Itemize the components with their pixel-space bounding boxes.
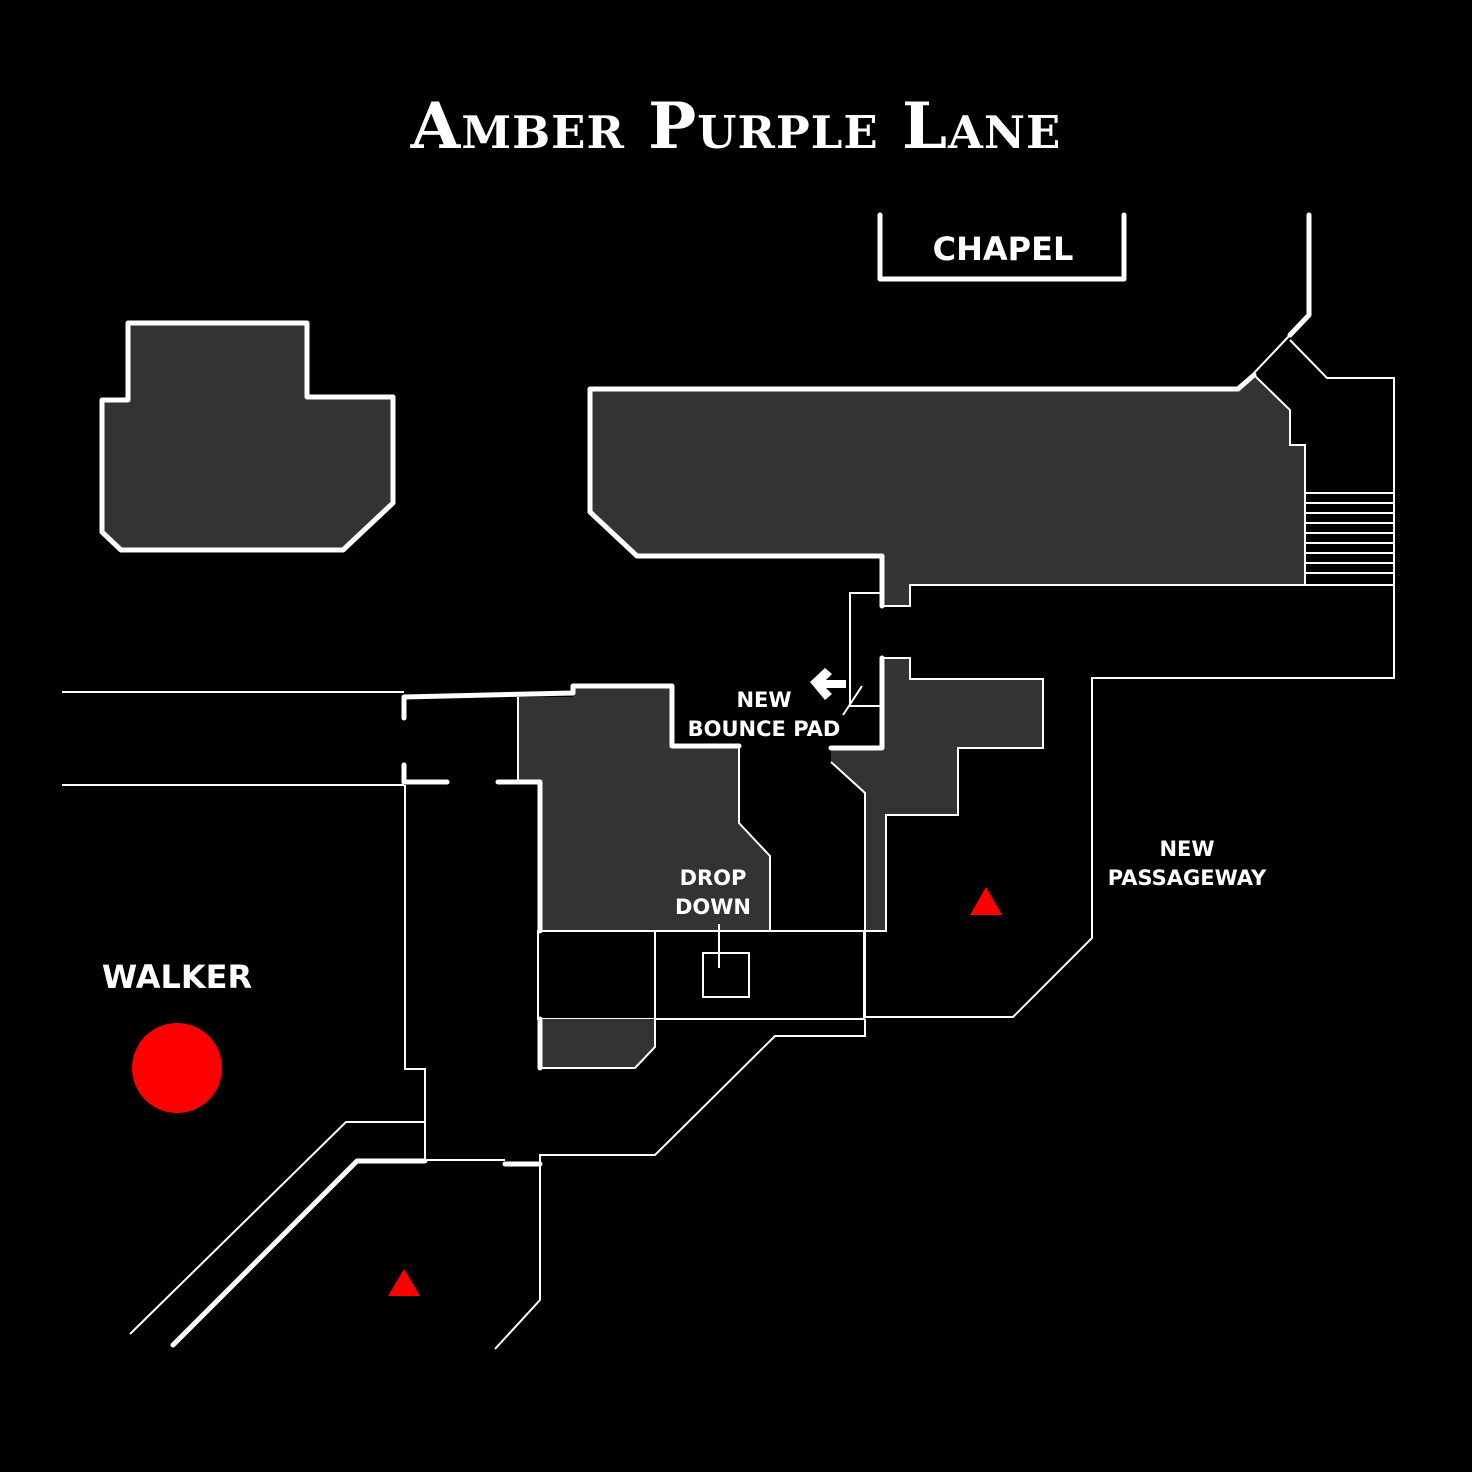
drop-down-label-line1: DROP <box>680 866 747 890</box>
new-bounce-pad-label-line2: BOUNCE PAD <box>688 717 841 741</box>
drop-down-label-line2: DOWN <box>675 895 751 919</box>
south-corridors <box>129 1019 866 1350</box>
walker-label: WALKER <box>102 958 252 996</box>
map-title: Amber Purple Lane <box>410 89 1062 164</box>
walker-marker <box>132 1023 222 1113</box>
spawn-triangle-east <box>970 887 1002 915</box>
new-bounce-pad-label-line1: NEW <box>736 688 791 712</box>
bounce-pad-arrow-icon <box>810 668 846 700</box>
south-small-building <box>537 1016 656 1071</box>
bounce-pad-alcove <box>842 592 880 716</box>
west-road <box>62 691 426 1160</box>
spawn-triangle-south <box>388 1269 420 1296</box>
drop-down-rooms <box>537 924 866 1020</box>
chapel-label: CHAPEL <box>933 230 1074 268</box>
northwest-building <box>99 320 396 553</box>
chapel-area: CHAPEL <box>877 212 1127 282</box>
northeast-stairs <box>865 339 1395 1018</box>
central-west-building <box>401 683 771 934</box>
central-east-building <box>828 655 1044 932</box>
drop-down-hole <box>702 952 750 998</box>
new-passageway-label-line1: NEW <box>1159 837 1214 861</box>
northeast-building <box>587 212 1312 609</box>
new-passageway-label-line2: PASSAGEWAY <box>1108 866 1267 890</box>
